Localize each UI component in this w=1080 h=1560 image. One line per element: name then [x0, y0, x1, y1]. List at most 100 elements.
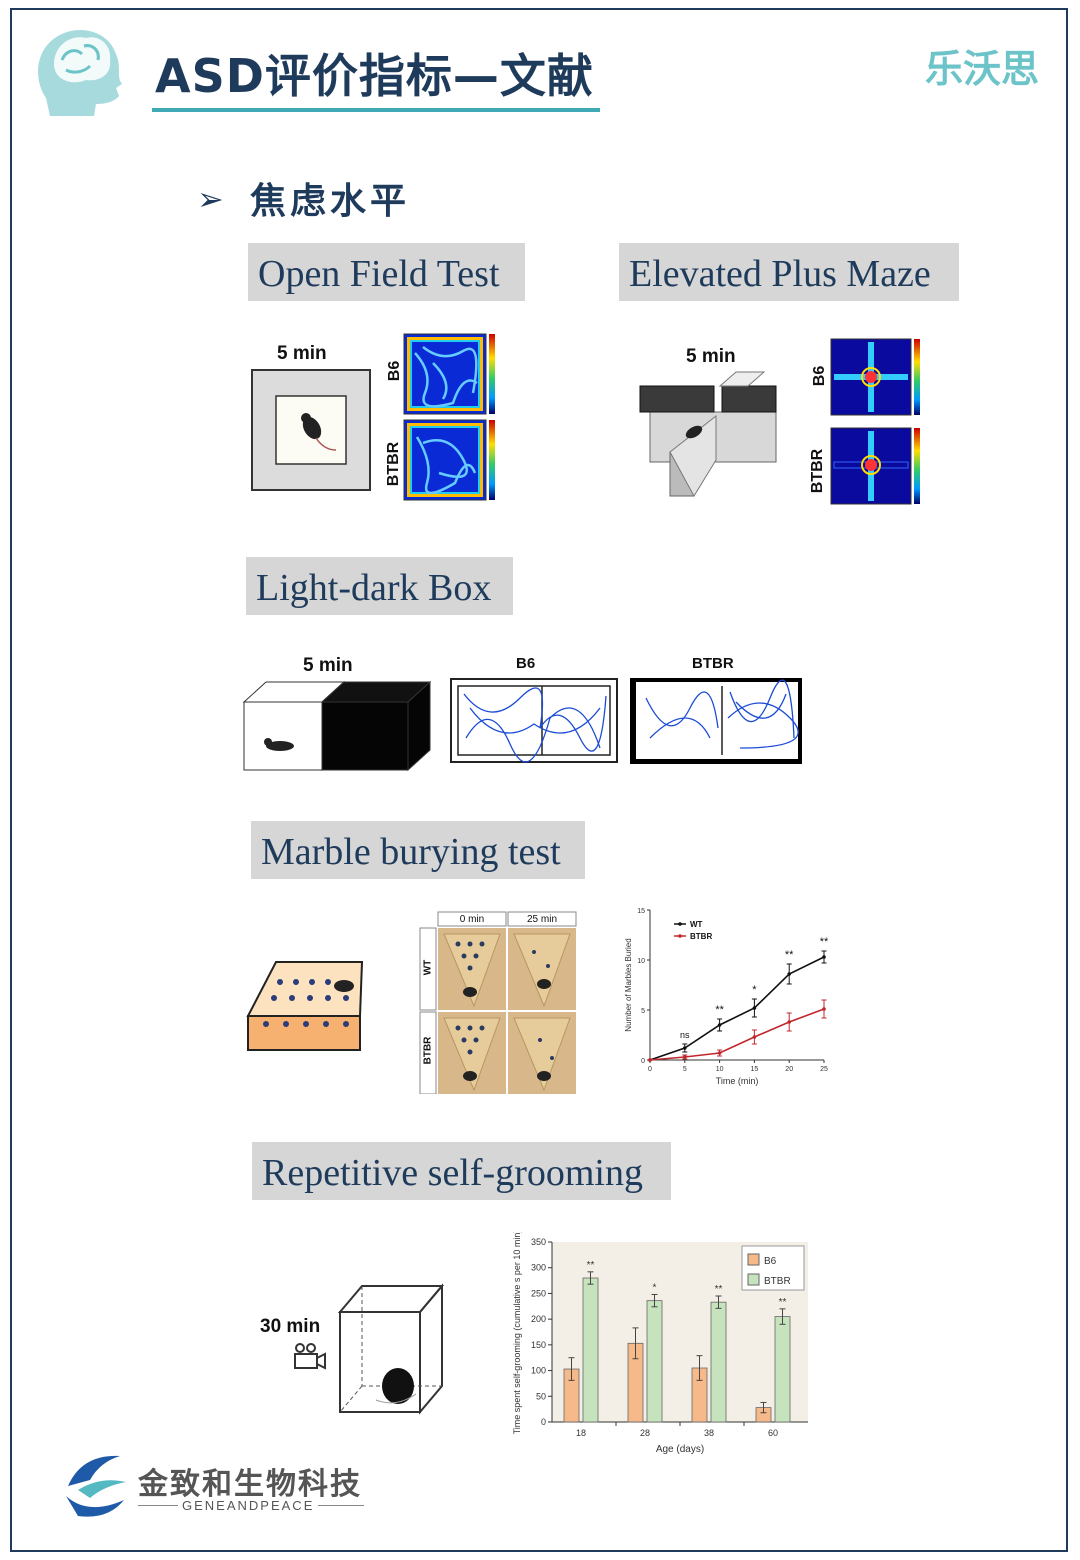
- epm-btbr-label: BTBR: [809, 448, 826, 494]
- legend-label: B6: [764, 1256, 777, 1267]
- geneandpeace-logo-icon: [66, 1455, 126, 1517]
- section-self-grooming: Repetitive self-grooming: [252, 1142, 671, 1200]
- y-tick-label: 50: [536, 1391, 546, 1401]
- legend-swatch: [747, 1273, 760, 1286]
- data-point: [787, 1020, 791, 1024]
- x-axis-label: Time (min): [716, 1076, 759, 1086]
- y-tick-label: 0: [541, 1417, 546, 1427]
- significance-label: **: [779, 1297, 787, 1308]
- y-tick-label: 0: [641, 1058, 645, 1065]
- data-point: [683, 1046, 687, 1050]
- y-tick-label: 200: [531, 1314, 546, 1324]
- open-field-duration: 5 min: [277, 343, 327, 364]
- x-tick-label: 5: [683, 1066, 687, 1073]
- x-tick-label: 10: [716, 1066, 724, 1073]
- x-tick-label: 20: [785, 1066, 793, 1073]
- grooming-bar-chart: 050100150200250300350**18*28**38**60Age …: [512, 1232, 808, 1455]
- significance-label: **: [715, 1284, 723, 1295]
- data-point: [822, 1007, 826, 1011]
- light-dark-box-drawing: [242, 680, 432, 772]
- data-point: [822, 955, 826, 959]
- light-dark-duration: 5 min: [303, 655, 353, 676]
- x-tick-label: 25: [820, 1066, 828, 1073]
- legend-label: BTBR: [690, 932, 712, 941]
- epm-b6-label: B6: [811, 365, 828, 387]
- video-camera-icon: [294, 1343, 326, 1370]
- y-tick-label: 150: [531, 1340, 546, 1350]
- x-tick-label: 28: [640, 1428, 650, 1438]
- significance-label: *: [653, 1282, 657, 1293]
- significance-label: ns: [680, 1030, 690, 1040]
- y-tick-label: 100: [531, 1366, 546, 1376]
- marble-25min-label: 25 min: [526, 914, 557, 925]
- legend-marker: [678, 934, 682, 938]
- x-tick-label: 15: [751, 1066, 759, 1073]
- bar-btbr: [646, 1300, 663, 1423]
- marble-wt-label: WT: [422, 959, 434, 976]
- y-tick-label: 15: [637, 908, 645, 915]
- significance-label: **: [715, 1004, 724, 1016]
- significance-label: **: [587, 1260, 595, 1271]
- significance-label: **: [820, 936, 829, 948]
- elevated-plus-maze-drawing: [639, 371, 777, 497]
- bar-btbr: [774, 1316, 791, 1423]
- section-elevated-plus-maze: Elevated Plus Maze: [619, 243, 959, 301]
- brain-head-logo: [38, 30, 122, 116]
- page-title: ASD评价指标—文献: [155, 49, 594, 103]
- title-underline: [152, 108, 600, 112]
- grooming-duration: 30 min: [260, 1316, 321, 1337]
- series-line-btbr: [649, 1008, 825, 1061]
- y-tick-label: 10: [637, 958, 645, 965]
- epm-heatmaps: [830, 338, 920, 505]
- y-axis-label: Time spent self-grooming (cumulative s p…: [512, 1232, 522, 1434]
- data-point: [683, 1055, 687, 1059]
- x-tick-label: 0: [648, 1066, 652, 1073]
- light-dark-tracks: [450, 678, 802, 764]
- section-open-field: Open Field Test: [248, 243, 525, 301]
- arrow-bullet-icon: ➢: [197, 180, 224, 218]
- data-point: [752, 1035, 757, 1039]
- data-point: [787, 972, 791, 976]
- brand-name: 乐沃思: [925, 47, 1040, 91]
- light-dark-b6-label: B6: [516, 655, 536, 672]
- y-axis-label: Number of Marbles Buried: [624, 938, 633, 1031]
- bar-btbr: [582, 1277, 599, 1423]
- data-point: [717, 1023, 722, 1027]
- open-field-b6-label: B6: [386, 360, 403, 382]
- x-axis-label: Age (days): [656, 1444, 704, 1455]
- marble-photos: [419, 911, 577, 1094]
- data-point: [752, 1006, 757, 1010]
- y-tick-label: 300: [531, 1263, 546, 1273]
- marble-0min-label: 0 min: [459, 914, 485, 925]
- y-tick-label: 5: [641, 1008, 645, 1015]
- marble-btbr-label: BTBR: [422, 1036, 434, 1065]
- data-point: [648, 1058, 652, 1062]
- open-field-heatmaps: [403, 333, 495, 501]
- legend-label: WT: [690, 920, 703, 929]
- epm-duration: 5 min: [686, 346, 736, 367]
- x-tick-label: 18: [576, 1428, 586, 1438]
- significance-label: *: [752, 984, 757, 996]
- section-marble-burying: Marble burying test: [251, 821, 585, 879]
- significance-label: **: [785, 949, 794, 961]
- x-tick-label: 38: [704, 1428, 714, 1438]
- series-line-wt: [649, 956, 825, 1061]
- footer-company-name: 金致和生物科技: [138, 1467, 362, 1502]
- open-field-btbr-label: BTBR: [385, 441, 402, 487]
- y-tick-label: 250: [531, 1288, 546, 1298]
- open-field-arena: [251, 369, 371, 491]
- legend-swatch: [747, 1253, 760, 1266]
- legend-marker: [678, 922, 682, 926]
- grooming-cage-drawing: [337, 1283, 445, 1415]
- bullet-heading: 焦虑水平: [250, 180, 411, 222]
- light-dark-btbr-label: BTBR: [692, 655, 734, 672]
- page-frame: [10, 8, 1068, 1552]
- footer-company-en: GENEANDPEACE: [178, 1498, 319, 1513]
- marble-cage-drawing: [246, 961, 364, 1051]
- y-tick-label: 350: [531, 1237, 546, 1247]
- section-light-dark-box: Light-dark Box: [246, 557, 513, 615]
- bar-btbr: [710, 1301, 727, 1423]
- data-point: [717, 1051, 722, 1055]
- legend-label: BTBR: [764, 1276, 791, 1287]
